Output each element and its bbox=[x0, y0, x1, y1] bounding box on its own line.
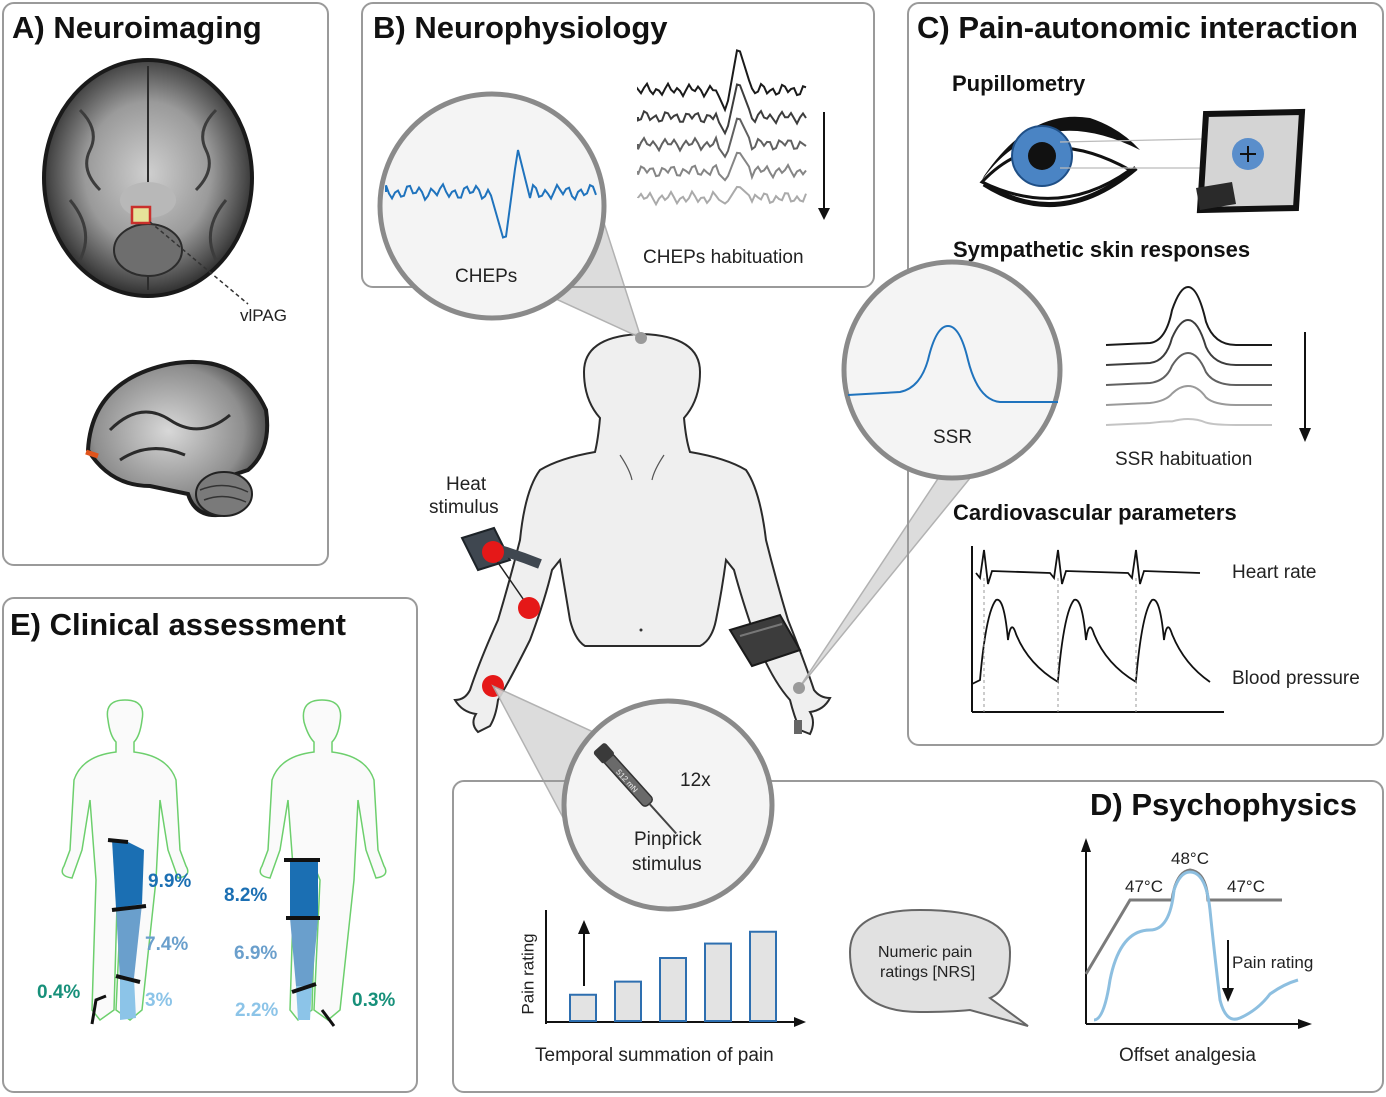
temporal-summation-bar bbox=[659, 957, 687, 1022]
front-body-map bbox=[61, 699, 189, 1025]
hand-electrode bbox=[793, 682, 805, 694]
cheps-trace bbox=[637, 83, 807, 136]
nrs-text-line2: ratings [NRS] bbox=[880, 964, 976, 981]
panel-clinical bbox=[2, 597, 418, 1093]
panel-neuroimaging bbox=[2, 2, 329, 566]
heat-stimulus-label-line2: stimulus bbox=[429, 497, 499, 518]
ssr-trace bbox=[1105, 285, 1272, 346]
ssr-trace bbox=[1105, 384, 1272, 406]
ssr-trace bbox=[1105, 318, 1272, 366]
offset-analgesia-label: Offset analgesia bbox=[1119, 1045, 1256, 1066]
ssr-habituation-label: SSR habituation bbox=[1115, 449, 1253, 470]
back-foot-pct: 0.3% bbox=[352, 990, 396, 1011]
nrs-text-line1: Numeric pain bbox=[878, 944, 973, 961]
pain-autonomic-title: C) Pain-autonomic interaction bbox=[917, 10, 1358, 45]
heat-stimulus-spot bbox=[482, 541, 504, 563]
back-lower-pct: 2.2% bbox=[235, 1000, 279, 1021]
ssr-trace bbox=[1105, 417, 1272, 426]
cheps-waveform bbox=[385, 149, 597, 239]
sagittal-brain-image bbox=[85, 359, 270, 517]
heart-rate-trace bbox=[975, 549, 1201, 585]
temporal-summation-bar bbox=[614, 980, 642, 1022]
pinprick-count-label: 12x bbox=[680, 770, 711, 791]
pinprick-label-line1: Pinprick bbox=[634, 829, 702, 850]
pinprick-label-line2: stimulus bbox=[632, 854, 702, 875]
temp-47-left: 47°C bbox=[1125, 877, 1163, 896]
pinprick-zoom-circle bbox=[561, 698, 775, 912]
front-middle-pct: 7.4% bbox=[145, 934, 189, 955]
ssr-habituation-traces bbox=[1105, 285, 1272, 426]
ssr-trace bbox=[1105, 351, 1272, 386]
ssr-label: SSR bbox=[933, 427, 973, 448]
monitor-with-target bbox=[1196, 108, 1306, 214]
back-middle-pct: 6.9% bbox=[234, 943, 278, 964]
panel-neurophysiology bbox=[361, 2, 875, 288]
cheps-habituation-label: CHEPs habituation bbox=[643, 247, 804, 268]
temp-48: 48°C bbox=[1171, 849, 1209, 868]
neuroimaging-title: A) Neuroimaging bbox=[12, 10, 262, 45]
temporal-summation-bar bbox=[704, 942, 732, 1022]
ssr-waveform bbox=[847, 324, 1058, 403]
vlpag-label: vlPAG bbox=[240, 306, 287, 325]
clinical-title: E) Clinical assessment bbox=[10, 607, 346, 642]
vlpag-marker bbox=[130, 205, 152, 225]
cheps-trace bbox=[637, 185, 807, 207]
eye-illustration bbox=[979, 116, 1140, 208]
temporal-summation-chart bbox=[545, 910, 806, 1027]
wrist-recording-device bbox=[728, 613, 802, 734]
cheps-trace bbox=[637, 49, 807, 113]
cheps-trace bbox=[637, 117, 807, 159]
heat-stimulus-label-line1: Heat bbox=[446, 474, 487, 495]
cheps-habituation-traces bbox=[637, 49, 807, 207]
front-foot-pct: 0.4% bbox=[37, 982, 81, 1003]
cheps-label: CHEPs bbox=[455, 266, 518, 287]
panel-psychophysics bbox=[452, 780, 1384, 1093]
pain-rating-arrow-label: Pain rating bbox=[1232, 953, 1314, 972]
cardiovascular-plot bbox=[971, 546, 1224, 713]
back-body-map bbox=[259, 699, 387, 1027]
scalp-electrode bbox=[635, 332, 647, 344]
offset-analgesia-plot bbox=[1081, 838, 1312, 1029]
pain-rating-curve bbox=[1093, 870, 1299, 1022]
temporal-summation-label: Temporal summation of pain bbox=[535, 1045, 774, 1066]
temp-47-right: 47°C bbox=[1227, 877, 1265, 896]
forearm-stimulus-spot bbox=[518, 597, 540, 619]
body-silhouette bbox=[453, 332, 832, 736]
cardiovascular-heading: Cardiovascular parameters bbox=[953, 500, 1237, 525]
blood-pressure-label: Blood pressure bbox=[1232, 668, 1360, 689]
axial-brain-image bbox=[42, 58, 254, 305]
back-upper-pct: 8.2% bbox=[224, 885, 268, 906]
psychophysics-title: D) Psychophysics bbox=[1090, 787, 1358, 822]
cheps-zoom-circle bbox=[377, 91, 607, 321]
front-upper-pct: 9.9% bbox=[148, 871, 192, 892]
temporal-summation-bar bbox=[569, 993, 597, 1022]
nrs-speech-bubble bbox=[848, 908, 1029, 1027]
vlpag-leader-line bbox=[149, 221, 249, 305]
blood-pressure-trace bbox=[971, 598, 1211, 685]
heart-rate-label: Heart rate bbox=[1232, 562, 1317, 583]
ssr-zoom-circle bbox=[841, 259, 1063, 481]
skin-responses-heading: Sympathetic skin responses bbox=[953, 237, 1251, 262]
neurophysiology-title: B) Neurophysiology bbox=[373, 10, 668, 45]
cheps-trace bbox=[637, 151, 807, 182]
temporal-summation-bar bbox=[749, 930, 777, 1022]
pupillometry-heading: Pupillometry bbox=[952, 71, 1086, 96]
front-lower-pct: 3% bbox=[145, 990, 173, 1011]
